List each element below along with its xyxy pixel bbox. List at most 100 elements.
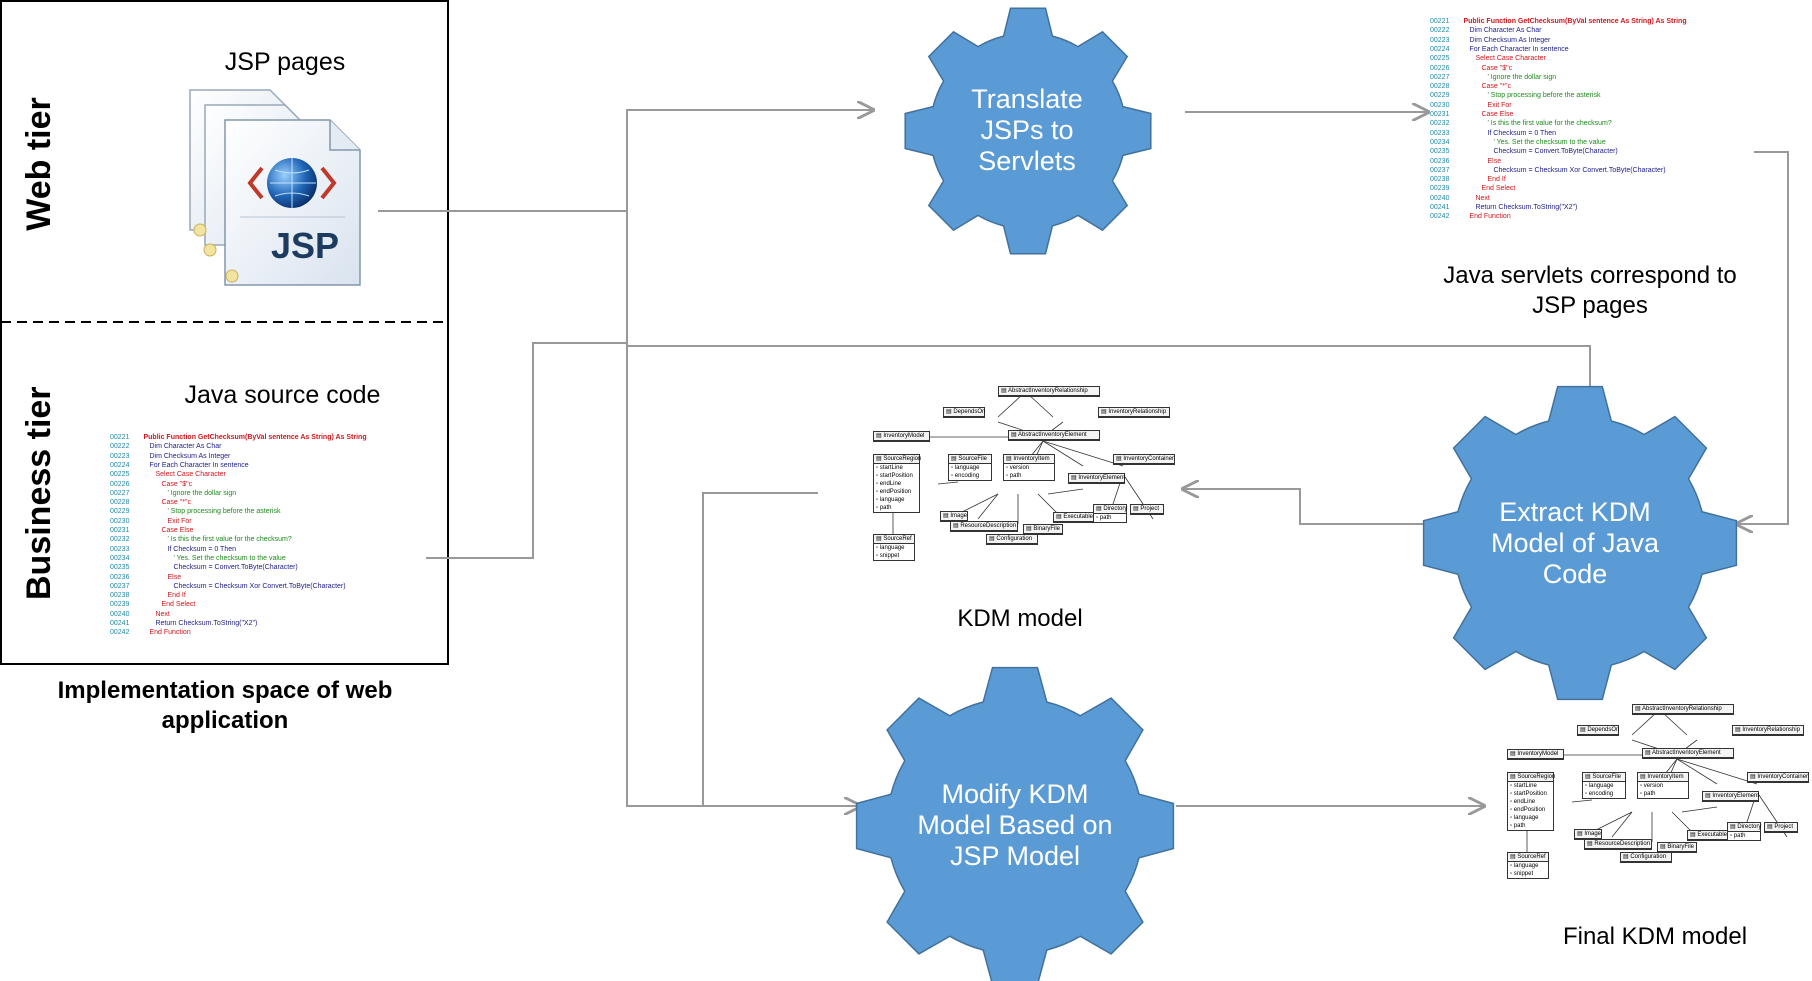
uml-resource-description: ▤ ResourceDescription (1584, 839, 1652, 850)
kdm-model-caption: KDM model (957, 605, 1083, 632)
implementation-space-caption: Implementation space of web application (57, 677, 393, 734)
arrow-to-translate (626, 110, 873, 211)
arrow-java-source-to-trunk (426, 342, 627, 559)
uml-inventory-container: ▤ InventoryContainer (1747, 772, 1809, 783)
uml-project: ▤ Project (1764, 822, 1798, 833)
uml-source-file: ▤ SourceFile▫ language▫ encoding (1582, 772, 1626, 799)
java-servlets-caption: Java servlets correspond to JSP pages (1443, 262, 1737, 319)
final-kdm-model-caption: Final KDM model (1562, 923, 1748, 950)
business-tier-label: Business tier (20, 386, 58, 600)
code-line: 00229' Stop processing before the asteri… (1430, 92, 1601, 100)
uml-inventory-item: ▤ InventoryItem▫ version▫ path (1637, 772, 1689, 799)
arrow-servlets-to-extract (1737, 151, 1789, 524)
arrow-kdm-to-modify (702, 492, 818, 806)
gear-extract-label: Extract KDM Model of Java Code (1490, 497, 1660, 589)
uml-abstract-relationship: ▤ AbstractInventoryRelationship (1632, 704, 1734, 715)
uml-source-region: ▤ SourceRegion▫ startLine▫ startPosition… (1507, 772, 1555, 831)
jsp-pages-label: JSP pages (224, 48, 346, 76)
uml-source-ref: ▤ SourceRef▫ language▫ snippet (873, 534, 915, 561)
uml-source-file: ▤ SourceFile▫ language▫ encoding (948, 454, 992, 481)
uml-abstract-element: ▤ AbstractInventoryElement (1008, 430, 1100, 441)
implementation-space-frame (0, 0, 449, 665)
gear-modify-label: Modify KDM Model Based on JSP Model (917, 779, 1113, 871)
jsp-icon-text: JSP (270, 225, 340, 266)
uml-inventory-item: ▤ InventoryItem▫ version▫ path (1003, 454, 1055, 481)
uml-depends-on: ▤ DependsOn (1577, 725, 1619, 736)
uml-binary-file: ▤ BinaryFile (1657, 842, 1697, 853)
code-line: 00232' Is this the first value for the c… (110, 536, 292, 544)
kdm-model-uml: ▤ AbstractInventoryRelationship ▤ Depends… (868, 384, 1178, 594)
uml-directory: ▤ Directory▫ path (1093, 504, 1127, 523)
uml-resource-description: ▤ ResourceDescription (950, 521, 1018, 532)
arrow-trunk-to-modify (626, 211, 860, 806)
uml-inventory-element: ▤ InventoryElement (1702, 791, 1759, 802)
web-tier-label: Web tier (20, 97, 58, 231)
uml-project: ▤ Project (1130, 504, 1164, 515)
gear-group (855, 7, 1738, 981)
uml-inventory-relationship: ▤ InventoryRelationship (1098, 407, 1170, 418)
uml-abstract-element: ▤ AbstractInventoryElement (1642, 748, 1734, 759)
uml-abstract-relationship: ▤ AbstractInventoryRelationship (998, 386, 1100, 397)
code-line: 00234' Yes. Set the checksum to the valu… (1430, 138, 1606, 146)
code-line: 00234' Yes. Set the checksum to the valu… (110, 554, 286, 562)
code-line: 00232' Is this the first value for the c… (1430, 120, 1612, 128)
uml-configuration: ▤ Configuration (986, 534, 1038, 545)
uml-binary-file: ▤ BinaryFile (1023, 524, 1063, 535)
uml-inventory-model: ▤ InventoryModel (873, 431, 930, 442)
arrow-extract-to-kdm (1183, 489, 1424, 525)
gear-translate-label: Translate JSPs to Servlets (971, 84, 1083, 176)
uml-directory: ▤ Directory▫ path (1727, 822, 1761, 841)
uml-inventory-model: ▤ InventoryModel (1507, 749, 1564, 760)
jsp-file-icon (189, 89, 361, 286)
code-line: 00229' Stop processing before the asteri… (110, 508, 281, 516)
uml-inventory-relationship: ▤ InventoryRelationship (1732, 725, 1804, 736)
uml-source-region: ▤ SourceRegion▫ startLine▫ startPosition… (873, 454, 921, 513)
uml-depends-on: ▤ DependsOn (943, 407, 985, 418)
gear-modify (855, 666, 1175, 981)
uml-inventory-container: ▤ InventoryContainer (1113, 454, 1175, 465)
code-line: 00227' Ignore the dollar sign (110, 489, 237, 497)
gear-translate (904, 7, 1152, 255)
java-source-code-label: Java source code (184, 381, 381, 409)
final-kdm-model-uml: ▤ AbstractInventoryRelationship ▤ Depends… (1502, 702, 1812, 912)
gear-extract (1422, 385, 1738, 701)
uml-inventory-element: ▤ InventoryElement (1068, 473, 1125, 484)
uml-source-ref: ▤ SourceRef▫ language▫ snippet (1507, 852, 1549, 879)
